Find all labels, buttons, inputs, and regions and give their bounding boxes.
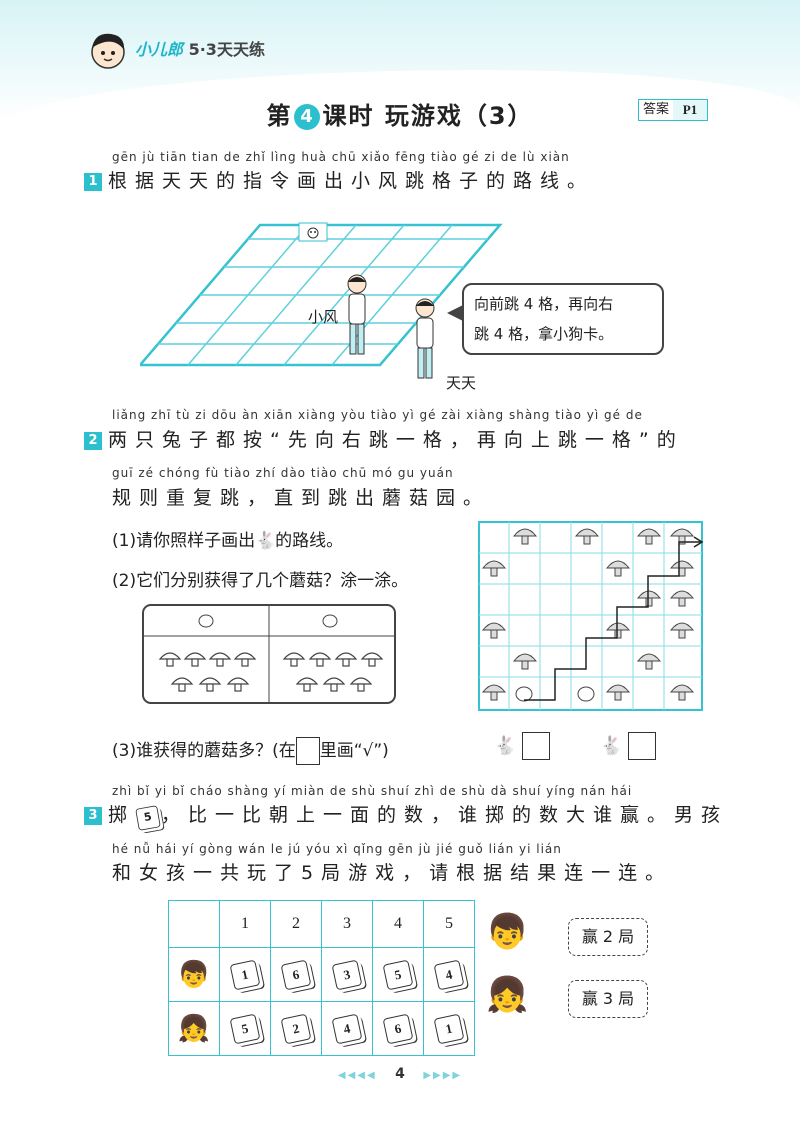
q2-pinyin-2: guī zé chóng fù tiào zhí dào tiào chū mó… <box>112 466 454 480</box>
q3-text-2: 和女孩一共玩了5局游戏，请根据结果连一连。 <box>112 862 673 884</box>
q2-text-2: 规则重复跳，直到跳出蘑菇园。 <box>112 487 491 509</box>
answer-tag[interactable]: 答案 P1 <box>638 99 708 121</box>
mushroom-tally-box[interactable] <box>140 603 402 709</box>
q2-instruction-1: 两只兔子都按“先向右跳一格，再向上跳一格”的 <box>108 429 684 451</box>
answer-page: P1 <box>673 100 707 120</box>
boy-mascot-icon <box>91 33 125 69</box>
table-corner <box>168 900 220 948</box>
left-arrows-icon: ◀◀◀◀ <box>337 1070 377 1081</box>
game-col-2: 2 <box>270 900 322 948</box>
girl-die: 6 <box>382 1013 414 1044</box>
boy-die: 5 <box>382 959 414 990</box>
girl-die: 5 <box>229 1013 261 1044</box>
game-col-1: 1 <box>219 900 271 948</box>
brand-title: 小儿郎 5·3天天练 <box>135 36 265 60</box>
girl-connect-icon[interactable]: 👧 <box>486 975 529 1015</box>
tiantian-label: 天天 <box>446 374 477 392</box>
dice-score-table: 1 2 3 4 5 👦 1 6 3 5 4 👧 5 2 4 6 1 <box>168 900 475 1056</box>
rabbit-a-icon: 🐇 <box>494 735 517 757</box>
brand-name: 小儿郎 <box>135 40 184 59</box>
q1-instruction: 根据天天的指令画出小风跳格子的路线。 <box>108 170 595 192</box>
bubble-line-1: 向前跳 4 格，再向右 <box>474 295 614 313</box>
q3-number: 3 <box>84 807 102 825</box>
girl-avatar: 👧 <box>168 1001 220 1056</box>
boy-die: 6 <box>280 959 312 990</box>
page-footer: ◀◀◀◀ 4 ▶▶▶▶ <box>0 1066 800 1082</box>
die-icon: 5 <box>135 805 161 831</box>
xiaofeng-label: 小风 <box>308 308 339 326</box>
page-number: 4 <box>395 1066 405 1082</box>
girl-die: 4 <box>331 1013 363 1044</box>
boy-connect-icon[interactable]: 👦 <box>486 912 529 952</box>
q2-sub1-pre: (1)请你照样子画出 <box>112 531 256 551</box>
mushroom-garden-grid[interactable] <box>478 520 704 712</box>
table-header-row: 1 2 3 4 5 <box>168 900 475 948</box>
lesson-number: 4 <box>294 104 321 130</box>
girl-row: 👧 5 2 4 6 1 <box>168 1001 475 1056</box>
boy-die: 4 <box>433 959 465 990</box>
q1-text: 1 根据天天的指令画出小风跳格子的路线。 <box>84 166 594 193</box>
q3-instruction-post: ，比一比朝上一面的数，谁掷的数大谁赢。男孩 <box>161 804 729 826</box>
title-prefix: 第 <box>266 102 293 130</box>
bubble-line-2: 跳 4 格，拿小狗卡。 <box>474 325 614 343</box>
rabbit-b-answer: 🐇 <box>600 732 656 760</box>
q2-sub3: (3)谁获得的蘑菇多？(在 里画“√”) <box>112 736 389 765</box>
rabbit-b-icon: 🐇 <box>600 735 623 757</box>
girl-die: 1 <box>433 1013 465 1044</box>
q3-instruction-pre: 掷 <box>108 804 136 826</box>
rabbit-b-checkbox[interactable] <box>627 732 656 760</box>
rabbit-a-checkbox[interactable] <box>521 732 550 760</box>
speech-bubble: 向前跳 4 格，再向右 跳 4 格，拿小狗卡。 <box>462 283 664 355</box>
boy-die: 3 <box>331 959 363 990</box>
right-arrows-icon: ▶▶▶▶ <box>423 1070 463 1081</box>
q3-pinyin-2: hé nǚ hái yí gòng wán le jú yóu xì qǐng … <box>112 842 562 856</box>
q1-pinyin: gēn jù tiān tian de zhǐ lìng huà chū xiǎ… <box>112 150 570 164</box>
series-name: 5·3天天练 <box>188 40 265 59</box>
xiaofeng-figure-icon <box>347 274 367 355</box>
q2-sub1-post: 的路线。 <box>275 531 344 551</box>
girl-icon: 👧 <box>177 1013 211 1043</box>
result-win-3[interactable]: 赢 3 局 <box>568 980 648 1018</box>
boy-icon: 👦 <box>177 959 211 989</box>
q3-pinyin-1: zhì bǐ yi bǐ cháo shàng yí miàn de shù s… <box>112 784 633 798</box>
boy-die: 1 <box>229 959 261 990</box>
rabbit-a-answer: 🐇 <box>494 732 550 760</box>
q2-sub2: (2)它们分别获得了几个蘑菇？涂一涂。 <box>112 571 409 591</box>
title-suffix: 课时 玩游戏（3） <box>322 102 534 130</box>
boy-avatar: 👦 <box>168 947 220 1002</box>
q2-text-1: 2 两只兔子都按“先向右跳一格，再向上跳一格”的 <box>84 425 684 452</box>
q2-pinyin-1: liǎng zhī tù zi dōu àn xiān xiàng yòu ti… <box>112 408 643 422</box>
q2-sub3-pre: (3)谁获得的蘑菇多？(在 <box>112 741 296 761</box>
game-col-5: 5 <box>423 900 475 948</box>
q2-sub3-post: 里画“√”) <box>319 741 389 761</box>
q2-number: 2 <box>84 432 102 450</box>
q2-sub1: (1)请你照样子画出🐇的路线。 <box>112 526 343 551</box>
dog-card-icon <box>298 222 328 242</box>
speech-bubble-tail <box>447 305 463 321</box>
q1-number: 1 <box>84 173 102 191</box>
answer-label: 答案 <box>639 100 674 120</box>
result-win-2[interactable]: 赢 2 局 <box>568 918 648 956</box>
game-col-3: 3 <box>321 900 373 948</box>
girl-die: 2 <box>280 1013 312 1044</box>
game-col-4: 4 <box>372 900 424 948</box>
rabbit-icon: 🐇 <box>255 531 277 551</box>
boy-row: 👦 1 6 3 5 4 <box>168 947 475 1002</box>
tiantian-figure-icon <box>415 298 435 379</box>
sample-checkbox <box>295 737 320 765</box>
